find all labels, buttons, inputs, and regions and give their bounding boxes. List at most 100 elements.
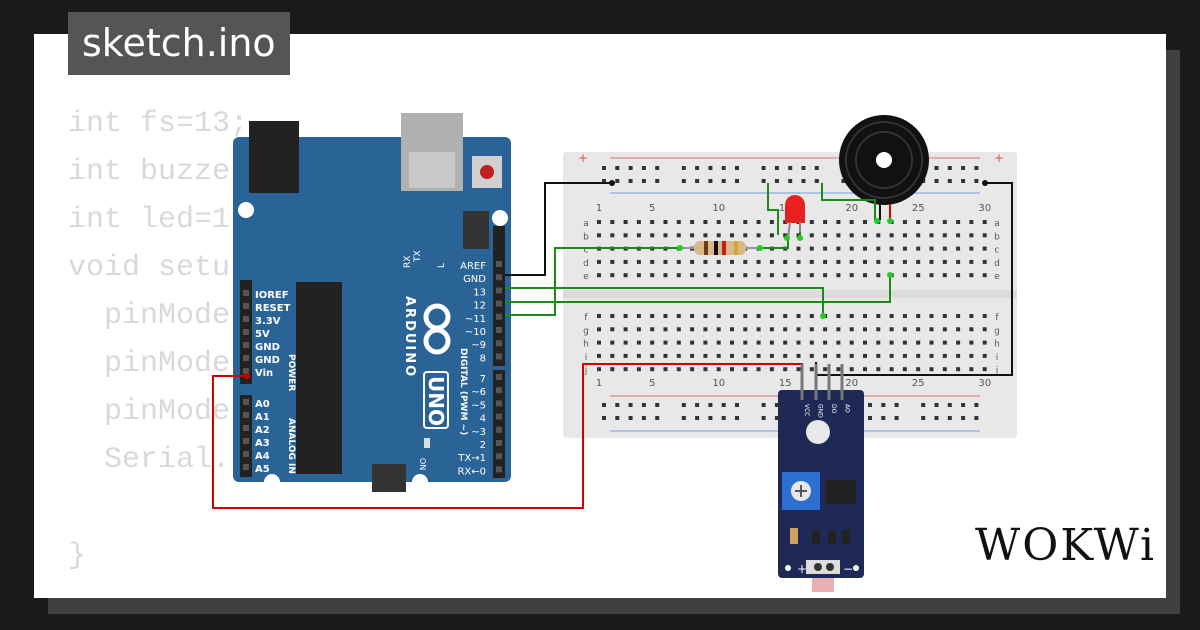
breadboard-hole [809, 259, 814, 264]
breadboard-hole [743, 273, 748, 278]
breadboard-hole [823, 259, 828, 264]
power-pin-label: IOREF [255, 290, 289, 301]
wire-buzzer-neg [821, 183, 876, 220]
header-pin [496, 274, 502, 281]
breadboard-column-number: 25 [912, 203, 925, 214]
power-pin-label: 3.3V [255, 316, 281, 327]
breadboard-hole [676, 367, 681, 372]
breadboard[interactable]: 115510101515202025253030 aabbccddeeffggh… [563, 151, 1017, 438]
power-pin-label: GND [255, 342, 280, 353]
header-pin [496, 400, 502, 407]
breadboard-hole [849, 340, 854, 345]
rail-plus-label: + [994, 151, 1004, 165]
breadboard-hole [902, 327, 907, 332]
arduino-infinity-icon [423, 303, 451, 355]
breadboard-hole [695, 179, 700, 183]
resistor[interactable] [680, 241, 760, 255]
breadboard-hole [756, 327, 761, 332]
wire-led-gnd [767, 183, 779, 235]
breadboard-hole [690, 327, 695, 332]
breadboard-hole [628, 179, 633, 183]
breadboard-hole [636, 220, 641, 224]
breadboard-hole [676, 353, 681, 358]
breadboard-hole [836, 246, 841, 251]
breadboard-hole [916, 367, 921, 372]
breadboard-hole [961, 416, 966, 420]
breadboard-hole [809, 353, 814, 358]
breadboard-hole [690, 340, 695, 345]
header-pin [243, 355, 249, 361]
piezo-buzzer[interactable] [839, 115, 929, 220]
breadboard-hole [796, 246, 801, 251]
breadboard-hole [929, 327, 934, 332]
analog-pin-label: A5 [255, 464, 270, 475]
breadboard-hole [703, 259, 708, 264]
breadboard-hole [934, 179, 939, 183]
breadboard-hole [974, 179, 979, 183]
breadboard-hole [730, 273, 734, 278]
breadboard-column-number: 15 [779, 378, 792, 389]
breadboard-hole [889, 246, 894, 251]
breadboard-hole [836, 259, 841, 264]
breadboard-hole [681, 179, 686, 183]
breadboard-hole [769, 367, 774, 372]
wire-pin13 [505, 287, 824, 316]
breadboard-hole [735, 416, 739, 420]
breadboard-hole [641, 403, 646, 407]
breadboard-hole [676, 327, 681, 332]
breadboard-hole [663, 367, 668, 372]
breadboard-hole [934, 416, 939, 420]
breadboard-hole [956, 246, 961, 251]
breadboard-hole [823, 246, 828, 251]
breadboard-hole [809, 314, 814, 318]
breadboard-hole [982, 353, 987, 358]
digital-pin-label: 12 [473, 301, 486, 312]
wire-gnd [505, 182, 612, 276]
breadboard-hole [942, 233, 947, 238]
breadboard-hole [690, 233, 695, 238]
breadboard-row-label: h [994, 340, 1000, 350]
breadboard-hole [796, 340, 801, 345]
breadboard-hole [730, 353, 734, 358]
breadboard-hole [841, 179, 846, 183]
breadboard-column-number: 20 [845, 203, 858, 214]
breadboard-column-number: 1 [596, 378, 602, 389]
header-pin [496, 413, 502, 420]
breadboard-hole [974, 403, 979, 407]
breadboard-hole [868, 416, 872, 420]
breadboard-column-number: 5 [649, 203, 655, 214]
wire-led-resistor [760, 238, 789, 249]
digital-pin-label: ~5 [471, 400, 486, 411]
breadboard-hole [602, 166, 606, 170]
breadboard-hole [623, 220, 628, 224]
breadboard-hole [716, 353, 721, 358]
breadboard-hole [676, 314, 681, 318]
breadboard-hole [956, 220, 961, 224]
breadboard-hole [969, 233, 974, 238]
reset-button[interactable] [480, 165, 494, 179]
code-line: int fs=13; [68, 107, 249, 141]
wokwi-logo: WOKWi [975, 520, 1157, 571]
breadboard-hole [863, 327, 867, 332]
breadboard-hole [902, 340, 907, 345]
file-name-tab[interactable]: sketch.ino [68, 12, 290, 75]
breadboard-hole [703, 327, 708, 332]
sensor-plus-label: + [797, 562, 807, 576]
breadboard-hole [809, 327, 814, 332]
breadboard-hole [889, 314, 894, 318]
header-pin [243, 412, 249, 418]
breadboard-hole [743, 327, 748, 332]
breadboard-hole [929, 220, 934, 224]
breadboard-hole [597, 233, 601, 238]
breadboard-hole [615, 166, 620, 170]
breadboard-hole [916, 246, 921, 251]
breadboard-hole [783, 367, 788, 372]
digital-pin-label: 8 [480, 353, 486, 364]
breadboard-hole [969, 367, 974, 372]
red-led[interactable] [785, 195, 805, 239]
breadboard-hole [969, 246, 974, 251]
breadboard-hole [801, 166, 806, 170]
breadboard-row-label: b [994, 232, 1000, 242]
